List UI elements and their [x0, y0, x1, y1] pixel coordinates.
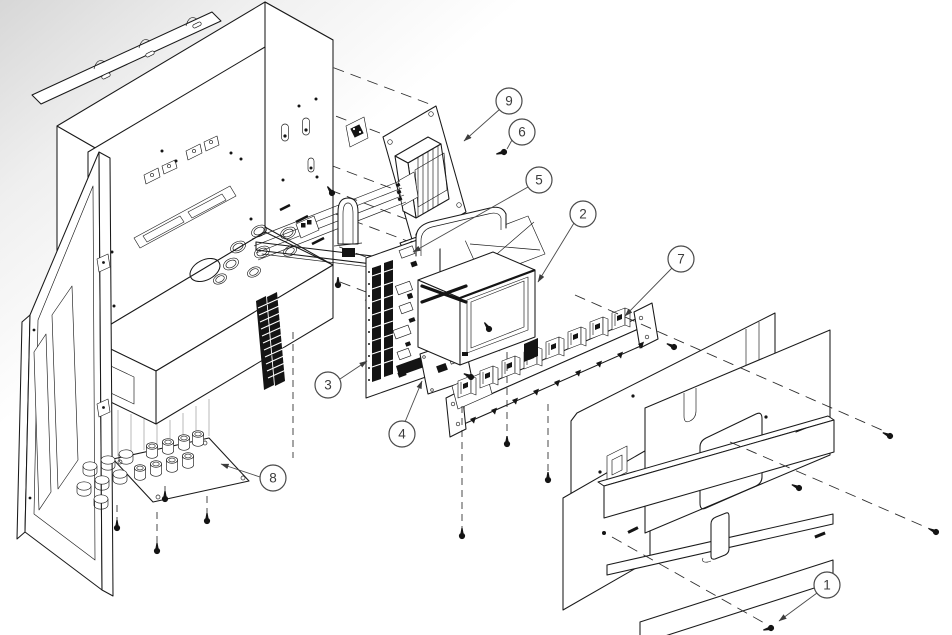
right-wall-keyhole-slots — [281, 117, 315, 173]
enclosure-door — [16, 151, 114, 597]
callout-balloon-4: 4 — [388, 420, 416, 448]
callout-balloon-8: 8 — [259, 464, 287, 492]
back-wall-brackets — [143, 135, 220, 185]
door-hinge-clips — [96, 253, 111, 418]
mounting-flange — [31, 11, 222, 105]
callout-number: 9 — [505, 94, 513, 109]
callout-number: 5 — [535, 173, 543, 188]
callout-number: 2 — [579, 207, 587, 222]
display-unit — [415, 206, 546, 366]
gland-plate-assembly — [76, 399, 250, 545]
callout-number: 6 — [518, 125, 526, 140]
transformer — [394, 136, 450, 219]
door-window-panel — [33, 333, 52, 511]
terminal-strip-vertical — [256, 292, 289, 390]
door-window-panel — [51, 285, 79, 490]
din-rail-assembly — [445, 302, 659, 438]
callout-balloon-9: 9 — [495, 87, 523, 115]
screws — [113, 148, 941, 634]
floating-connector — [345, 116, 369, 148]
callout-balloon-1: 1 — [813, 571, 841, 599]
pcb-bottom-connector — [396, 356, 427, 376]
callout-leaders — [220, 108, 818, 622]
callout-number: 4 — [398, 427, 406, 442]
u-bracket — [333, 197, 363, 257]
callout-balloon-6: 6 — [508, 118, 536, 146]
display-bezel — [466, 276, 529, 354]
channel-terminal-block — [295, 215, 320, 239]
door-hinge-edge — [98, 151, 114, 597]
callout-balloon-7: 7 — [667, 245, 695, 273]
callout-number: 8 — [269, 471, 277, 486]
door-stop-bracket — [702, 512, 730, 563]
wiring-harness — [251, 180, 407, 261]
projection-lines-front — [292, 294, 931, 625]
transformer-assembly — [382, 105, 467, 244]
pcb-terminal-columns — [371, 260, 394, 382]
callout-number: 7 — [677, 252, 685, 267]
callout-balloon-5: 5 — [525, 166, 553, 194]
callout-number: 3 — [324, 378, 332, 393]
back-wall-louver — [133, 185, 237, 249]
callout-balloon-2: 2 — [569, 200, 597, 228]
display-screen — [470, 280, 525, 349]
terminal-modules — [457, 307, 631, 399]
rear-panels — [562, 312, 835, 635]
callout-number: 1 — [823, 578, 831, 593]
callout-balloon-3: 3 — [314, 371, 342, 399]
